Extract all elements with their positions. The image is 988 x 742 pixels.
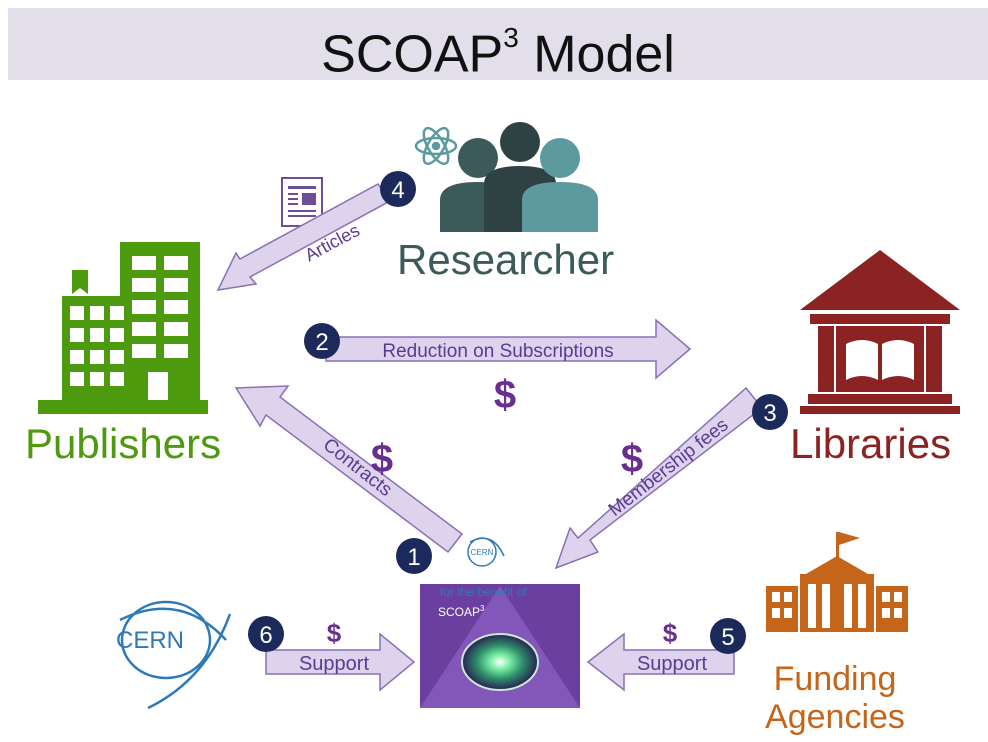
step-badge-4: 4 [380,171,416,207]
step-badge-5: 5 [710,618,746,654]
reduction-subscriptions-arrow: Reduction on Subscriptions [325,318,692,380]
scoap3-logo: for the benefit of SCOAP3 CERN [420,537,580,708]
funding-agency-building-icon [766,532,908,632]
researcher-label: Researcher [397,236,615,283]
svg-text:2: 2 [315,329,328,356]
money-support-left-symbol: $ [327,618,342,648]
page-title: SCOAP3 Model [321,22,675,84]
publishers-building-icon [38,242,208,414]
funding-agencies-label: Funding Agencies [760,660,910,736]
researcher-people-icon [440,122,598,232]
step-badge-6: 6 [248,616,284,652]
membership-fees-arrow: Membership fees [554,386,764,570]
money-reduction-symbol: $ [494,373,516,417]
publishers-label: Publishers [25,420,222,467]
svg-text:CERN: CERN [116,627,184,654]
svg-text:6: 6 [259,622,272,649]
libraries-label: Libraries [790,420,952,467]
svg-text:Reduction on Subscriptions: Reduction on Subscriptions [382,341,613,362]
svg-text:3: 3 [763,400,776,427]
library-icon [800,250,960,414]
funding-label-line2: Agencies [765,698,905,736]
cern-logo: CERN [116,600,232,710]
svg-text:1: 1 [407,544,420,571]
support-right-arrow: Support [586,632,735,692]
money-contracts-symbol: $ [371,437,393,481]
svg-text:Support: Support [637,653,707,675]
funding-label-line1: Funding [773,660,897,698]
contracts-arrow: Contracts [234,385,464,554]
svg-text:4: 4 [391,177,404,204]
money-membership-symbol: $ [621,437,643,481]
svg-text:5: 5 [721,624,734,651]
step-badge-2: 2 [304,323,340,359]
title-bar: SCOAP3 Model [8,8,988,84]
svg-text:CERN: CERN [471,548,494,557]
step-badge-1: 1 [396,538,432,574]
svg-text:SCOAP3: SCOAP3 [438,604,485,619]
svg-text:Support: Support [299,653,369,675]
step-badge-3: 3 [752,394,788,430]
atom-icon [414,126,458,166]
support-left-arrow: Support [265,632,416,692]
money-support-right-symbol: $ [663,618,678,648]
svg-text:for the benefit of: for the benefit of [440,585,527,599]
